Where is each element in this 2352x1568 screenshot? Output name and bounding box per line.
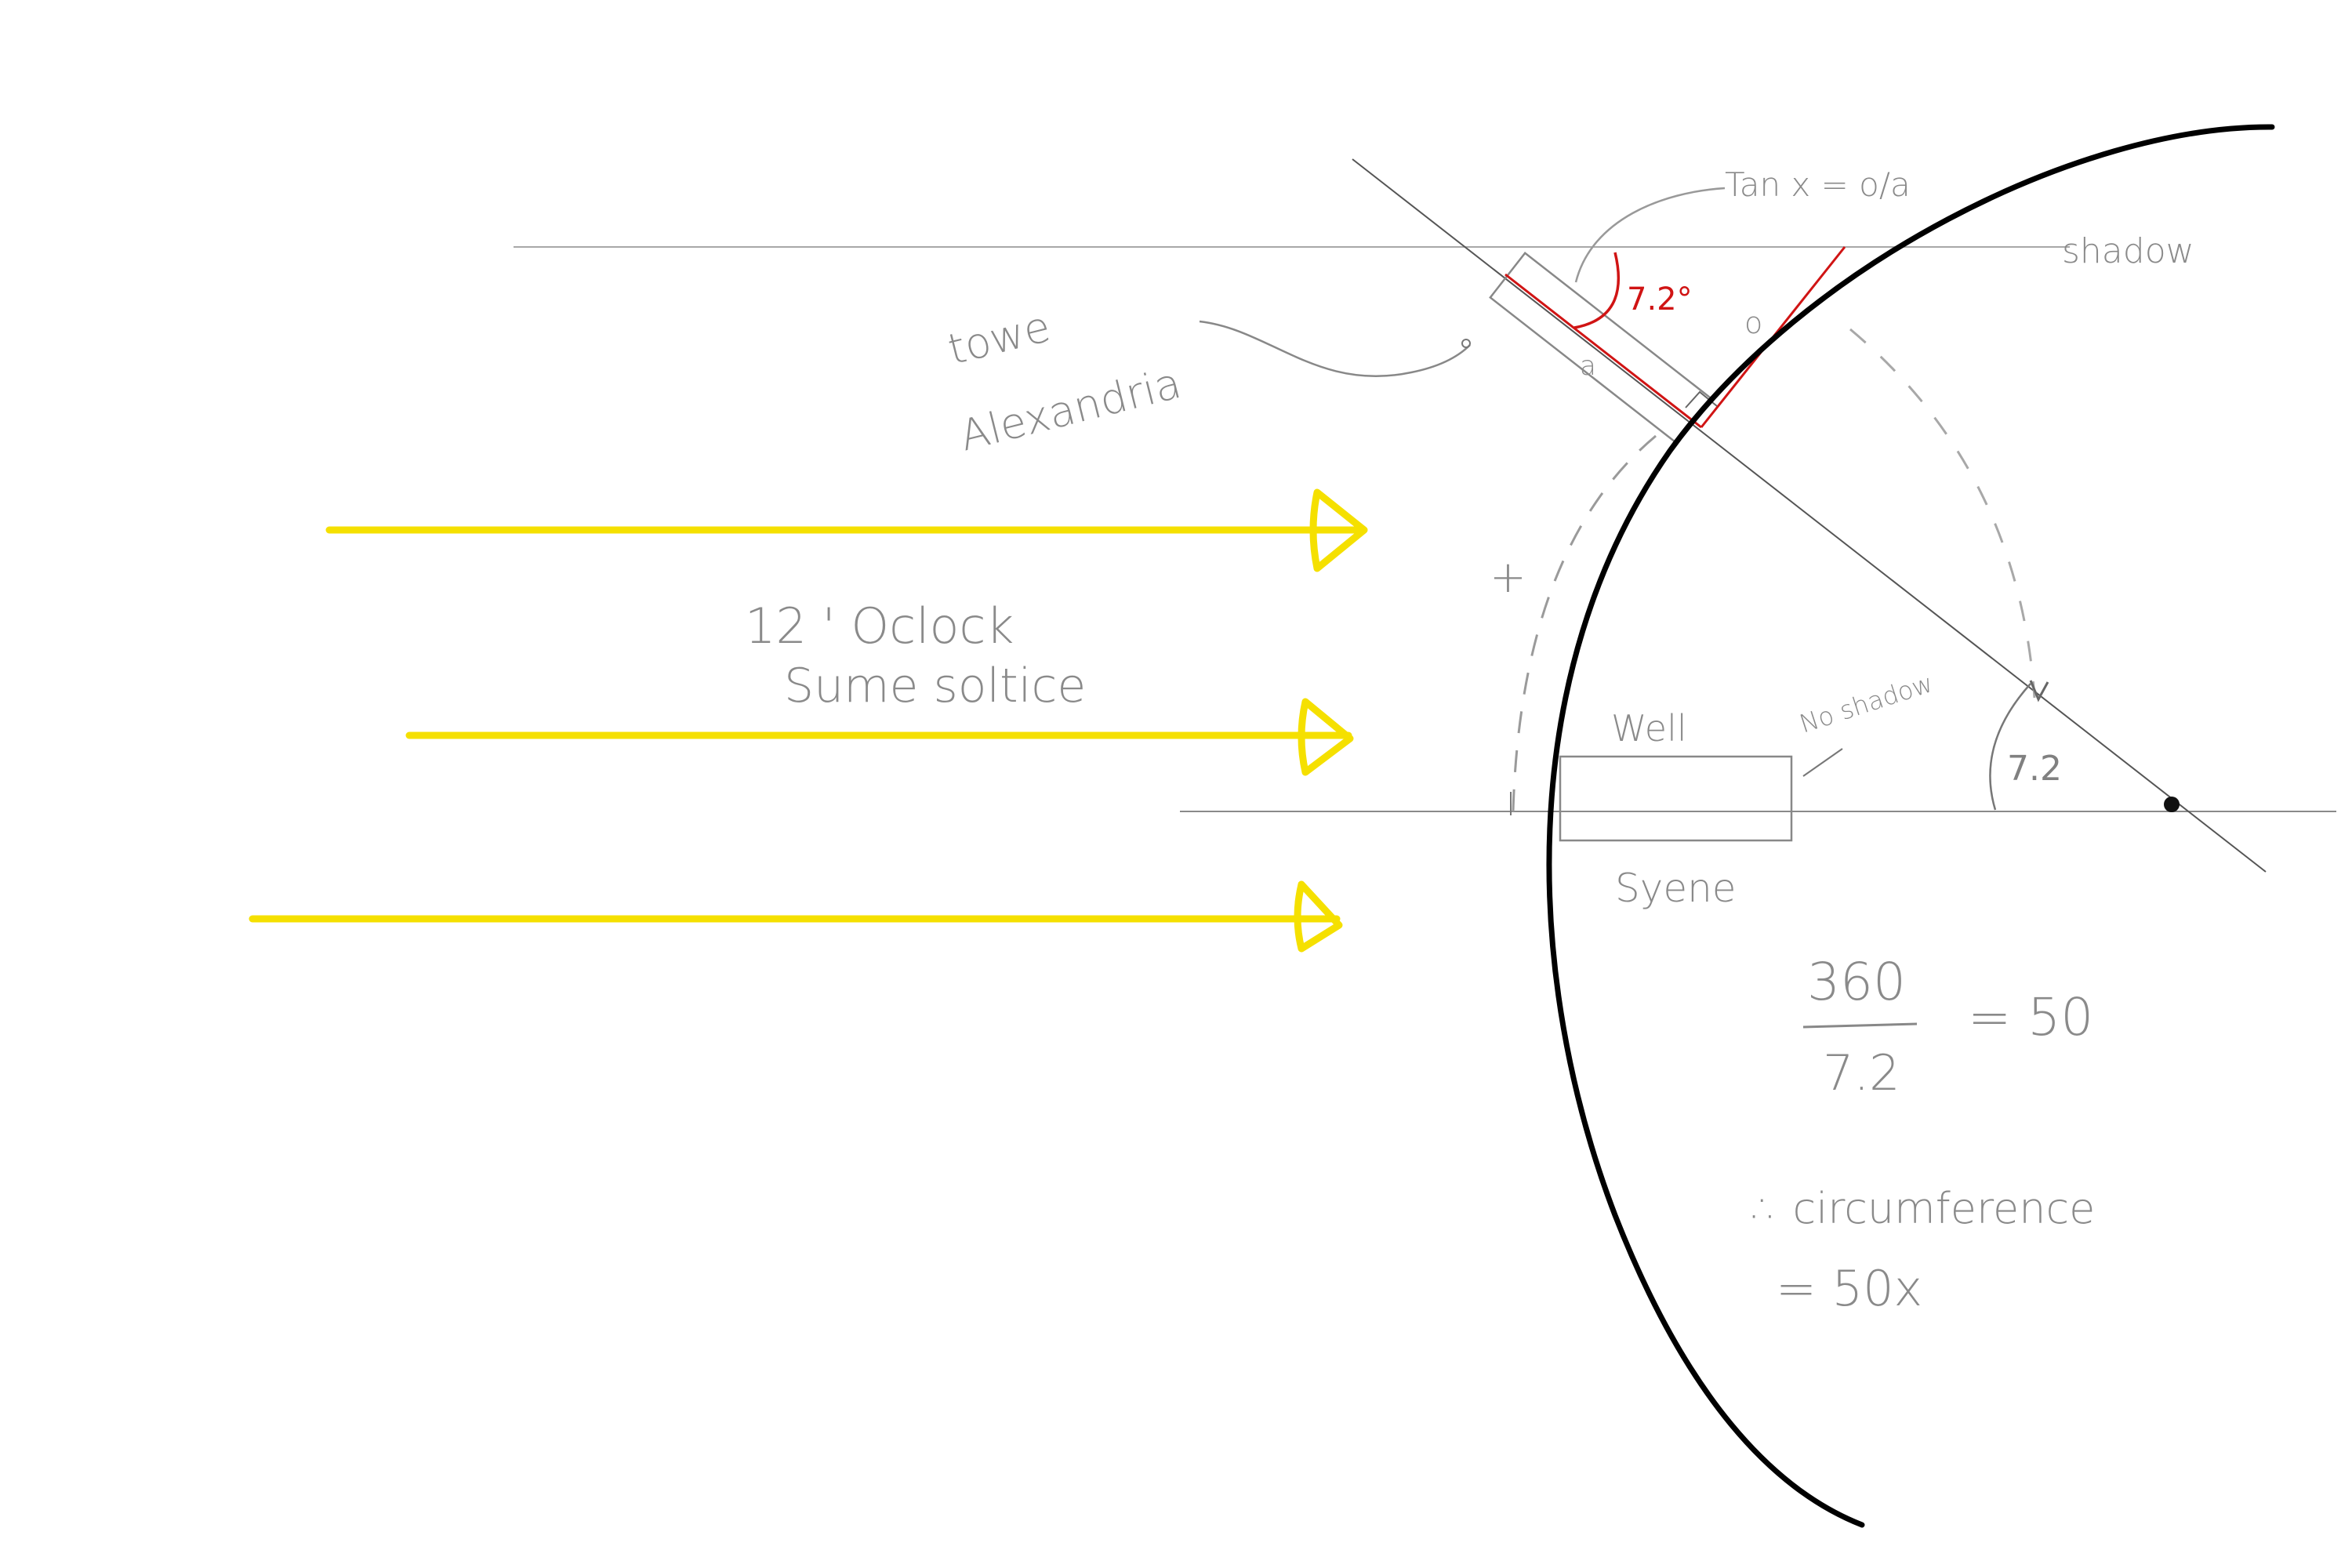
plus-mark: + [1490, 552, 1526, 603]
earth-angle-label: 7.2 [2007, 749, 2062, 789]
earth-surface [1546, 124, 2275, 1528]
tower-label-leader [1199, 320, 1471, 377]
red-angle-label: 7.2° [1627, 281, 1693, 318]
well-label: Well [1611, 707, 1687, 750]
calc-therefore: ∴ circumference [1752, 1184, 2095, 1233]
lower-angle-arc [1989, 683, 2031, 811]
tower-label-leader-end [1461, 339, 1471, 348]
right-dashed-arc [1849, 328, 2036, 699]
formula-leader [1574, 187, 1726, 283]
red-angle-arc [1573, 252, 1620, 329]
opposite-side-label: o [1744, 306, 1762, 340]
shadow-label: shadow [2062, 231, 2194, 271]
no-shadow-pointer [1802, 748, 1843, 777]
tower-label-line2: Alexandria [955, 358, 1186, 461]
sun-ray-bottom [249, 880, 1343, 953]
formula-label: Tan x = o/a [1725, 165, 1911, 204]
earth-centre-dot [2164, 797, 2180, 812]
dashed-arc-arrowhead [2029, 680, 2049, 702]
sun-ray-middle [405, 698, 1354, 776]
calc-result: = 50 [1968, 987, 2093, 1047]
tower-label-line1: towe [943, 302, 1055, 375]
calc-denominator: 7.2 [1823, 1044, 1900, 1102]
calc-numerator: 360 [1807, 952, 1906, 1012]
sun-ray-top [325, 488, 1368, 572]
red-adjacent-line [1504, 273, 1702, 429]
calc-fraction-bar [1802, 1022, 1918, 1029]
syene-label: Syene [1615, 866, 1737, 911]
no-shadow-label: No shadow [1796, 668, 1936, 739]
time-label-line2: Sume soltice [784, 659, 1086, 713]
adjacent-side-label: a [1580, 350, 1596, 382]
calc-answer: = 50x [1776, 1260, 1922, 1317]
time-label-line1: 12 ' Oclock [745, 597, 1014, 655]
left-dashed-arc [1512, 434, 1657, 812]
syene-well [1559, 755, 1793, 842]
